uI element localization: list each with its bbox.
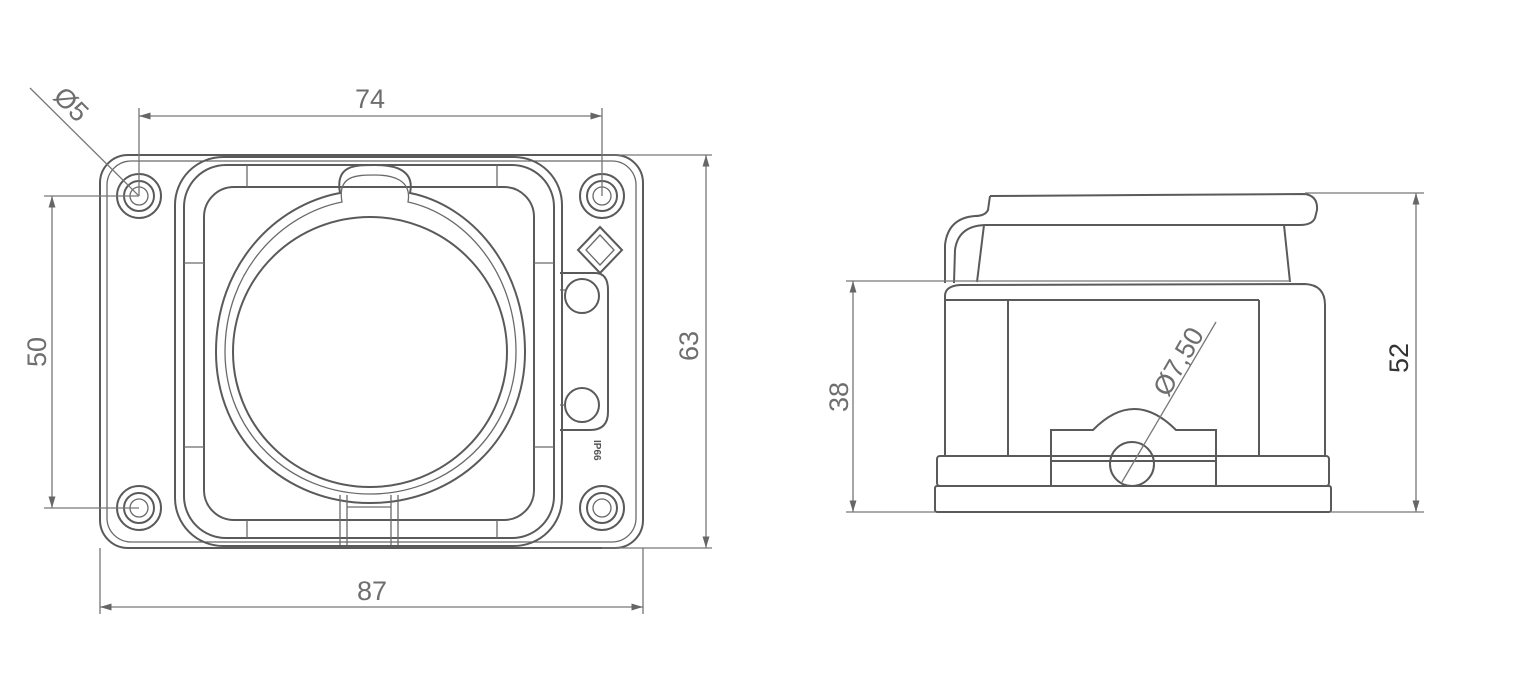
dimension-label: 38 — [824, 382, 854, 412]
dimension-52: 52 — [1305, 192, 1424, 513]
rating-marking: IP66 — [591, 440, 602, 461]
dimension-50: 50 — [22, 195, 139, 509]
housing-inner-edge — [106, 160, 637, 543]
lock-latch — [560, 272, 609, 431]
dimension-hole-diameter: Ø5 — [29, 81, 140, 197]
mounting-holes — [116, 173, 625, 531]
mounting-hole-bottom-right — [579, 485, 625, 531]
dimension-label: 50 — [22, 337, 52, 367]
dimension-label: Ø7,50 — [1147, 322, 1210, 401]
dimension-63: 63 — [602, 154, 712, 549]
cable-entry-icon — [1109, 441, 1155, 487]
front-view: IP66 74 Ø5 50 63 87 — [22, 81, 712, 614]
housing-body — [934, 282, 1332, 513]
housing-outline — [99, 154, 644, 549]
socket-opening — [214, 163, 527, 545]
dimension-cable-diameter: Ø7,50 — [1121, 321, 1217, 483]
dimension-87: 87 — [99, 548, 644, 614]
dimension-label: 63 — [674, 331, 704, 361]
cable-clamp — [1050, 408, 1217, 487]
dimension-label: 87 — [357, 576, 387, 606]
dimension-label: 74 — [355, 84, 385, 114]
dimension-label: Ø5 — [48, 81, 95, 128]
lid-cap — [944, 192, 1319, 284]
dimension-74: 74 — [138, 84, 603, 196]
side-view: Ø7,50 38 52 — [824, 192, 1424, 513]
dimension-38: 38 — [824, 280, 1290, 513]
certification-diamond-icon — [576, 225, 624, 275]
dimension-label: 52 — [1384, 343, 1414, 373]
